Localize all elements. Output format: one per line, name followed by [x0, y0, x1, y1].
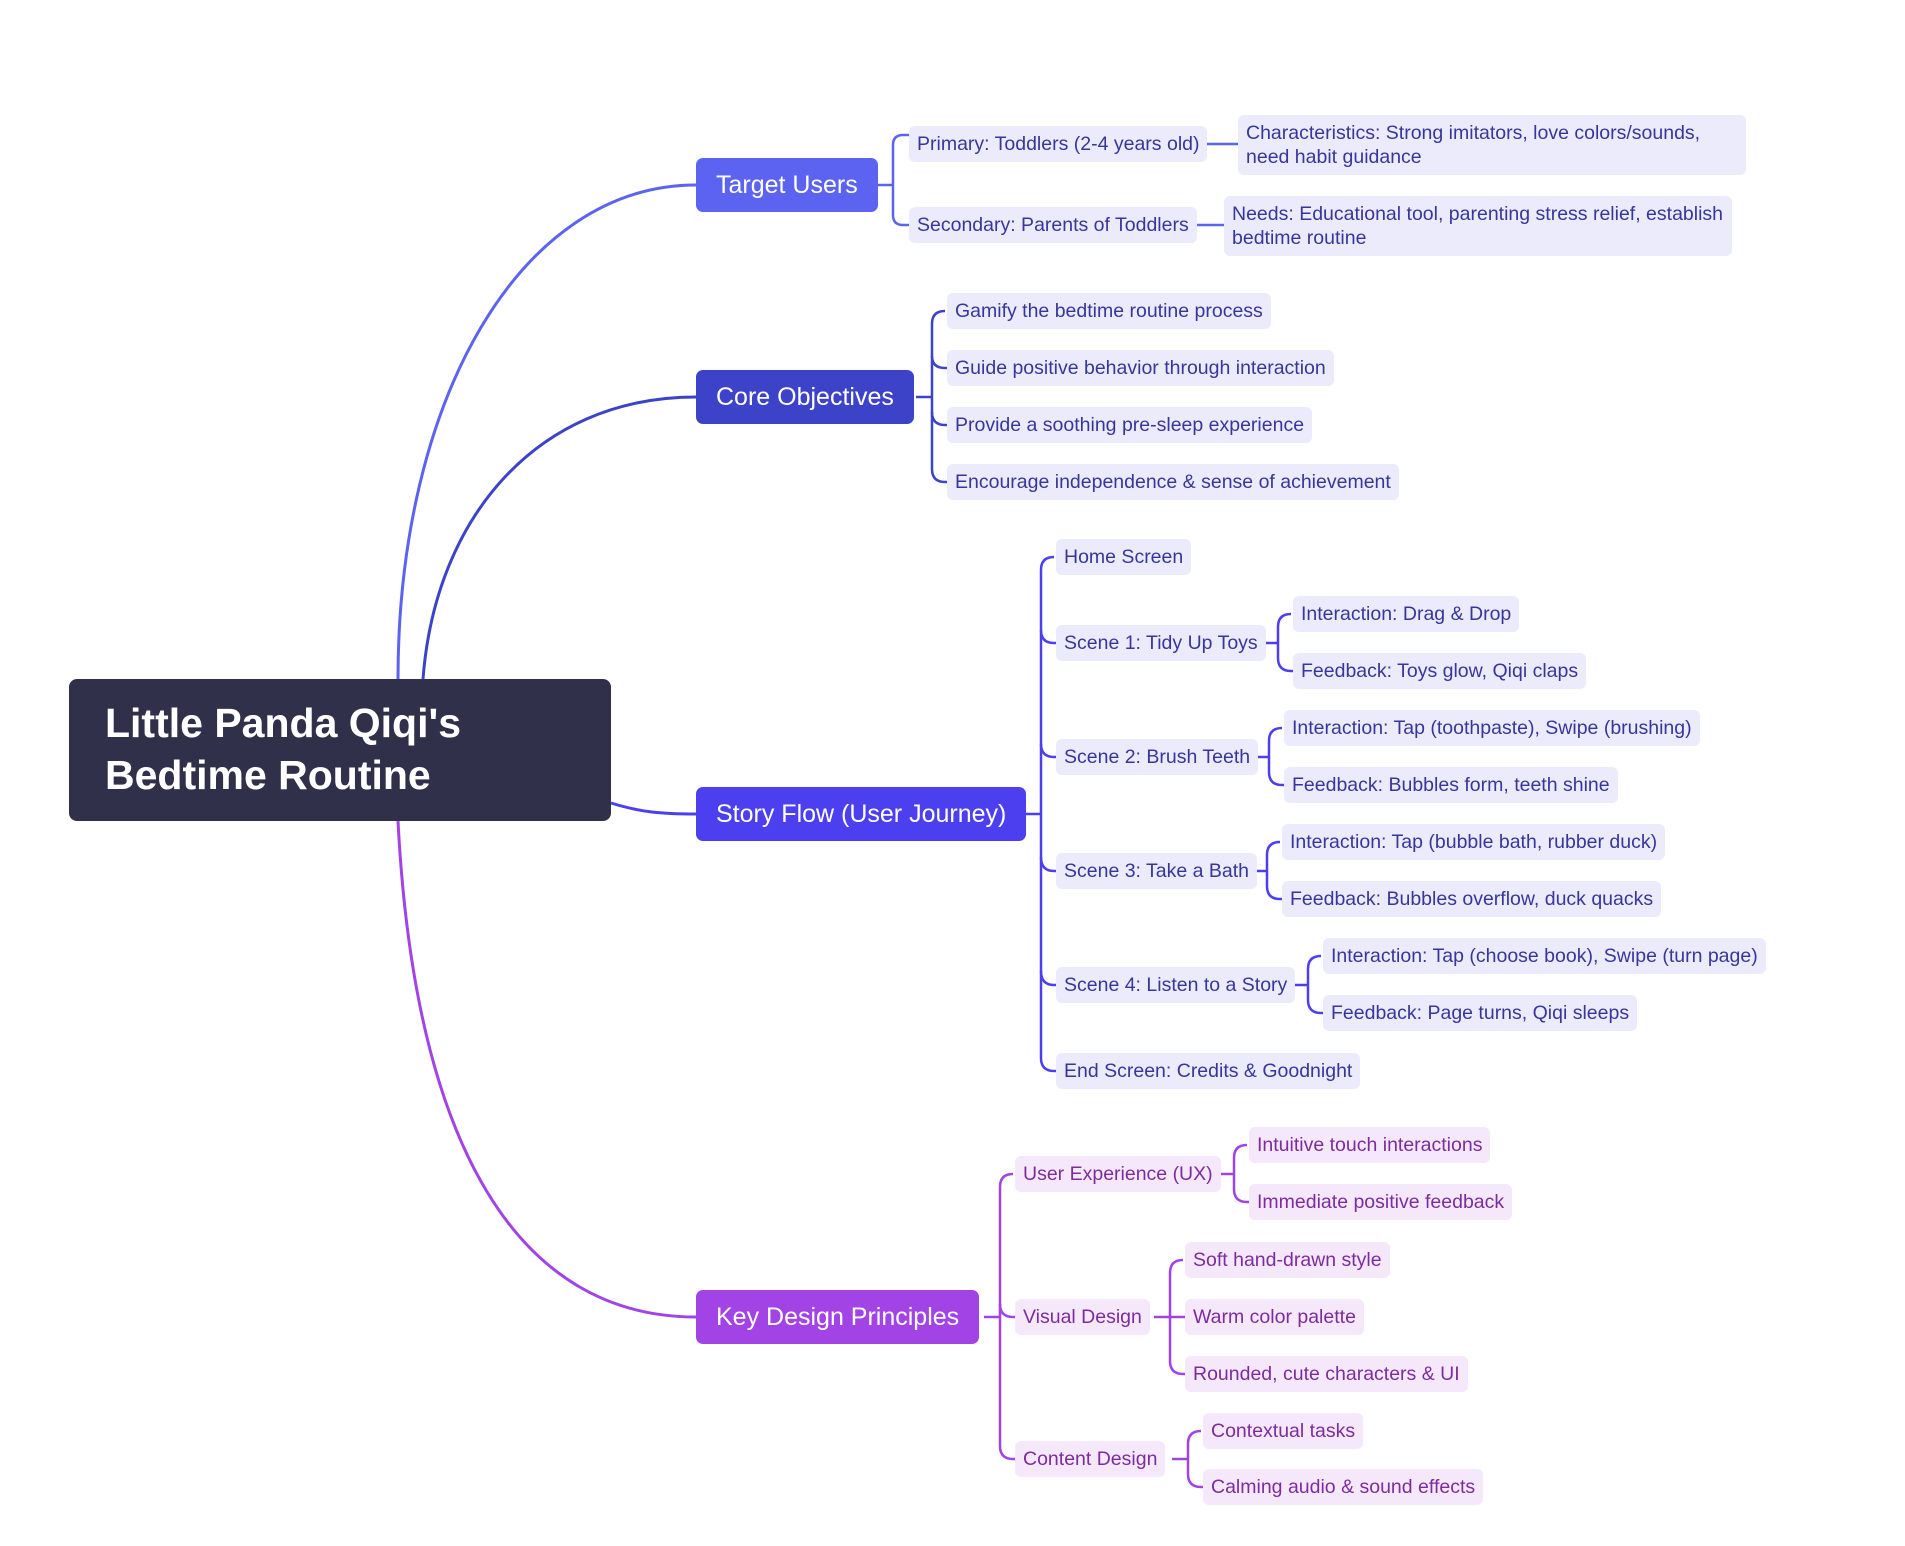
- story-flow-end-screen-label: End Screen: Credits & Goodnight: [1064, 1060, 1353, 1082]
- key-design-visual-item[interactable]: Soft hand-drawn style: [1185, 1242, 1390, 1278]
- key-design-content-label: Content Design: [1023, 1448, 1158, 1470]
- key-design-visual-item[interactable]: Warm color palette: [1185, 1299, 1364, 1335]
- branch-target-users-label: Target Users: [716, 171, 858, 199]
- story-scene-1-feedback-label: Feedback: Toys glow, Qiqi claps: [1301, 660, 1579, 682]
- core-objective-item[interactable]: Encourage independence & sense of achiev…: [947, 464, 1399, 500]
- key-design-visual[interactable]: Visual Design: [1015, 1299, 1150, 1335]
- story-scene-4-interaction-label: Interaction: Tap (choose book), Swipe (t…: [1331, 945, 1758, 967]
- target-users-primary-label: Primary: Toddlers (2-4 years old): [917, 133, 1200, 155]
- key-design-ux-label: User Experience (UX): [1023, 1163, 1213, 1185]
- story-scene-4[interactable]: Scene 4: Listen to a Story: [1056, 967, 1296, 1003]
- key-design-visual-item-label: Rounded, cute characters & UI: [1193, 1363, 1460, 1385]
- story-flow-end-screen[interactable]: End Screen: Credits & Goodnight: [1056, 1053, 1361, 1089]
- story-scene-4-feedback-label: Feedback: Page turns, Qiqi sleeps: [1331, 1002, 1630, 1024]
- core-objective-item[interactable]: Guide positive behavior through interact…: [947, 350, 1334, 386]
- core-objective-item[interactable]: Gamify the bedtime routine process: [947, 293, 1271, 329]
- story-scene-1[interactable]: Scene 1: Tidy Up Toys: [1056, 625, 1266, 661]
- target-users-primary-detail[interactable]: Characteristics: Strong imitators, love …: [1238, 115, 1746, 175]
- core-objective-item-label: Encourage independence & sense of achiev…: [955, 471, 1391, 493]
- core-objective-item-label: Guide positive behavior through interact…: [955, 357, 1326, 379]
- key-design-ux-item-label: Immediate positive feedback: [1257, 1191, 1505, 1213]
- root-topic[interactable]: Little Panda Qiqi's Bedtime Routine: [69, 679, 611, 821]
- target-users-secondary-detail-text: Needs: Educational tool, parenting stres…: [1232, 203, 1724, 249]
- key-design-content[interactable]: Content Design: [1015, 1441, 1166, 1477]
- story-scene-2-label: Scene 2: Brush Teeth: [1064, 746, 1251, 768]
- story-scene-4-interaction[interactable]: Interaction: Tap (choose book), Swipe (t…: [1323, 938, 1766, 974]
- story-scene-3-label: Scene 3: Take a Bath: [1064, 860, 1250, 882]
- key-design-content-item-label: Calming audio & sound effects: [1211, 1476, 1476, 1498]
- connector-root-key-design: [396, 820, 697, 1319]
- target-users-primary-detail-text: Characteristics: Strong imitators, love …: [1246, 122, 1701, 168]
- root-title: Little Panda Qiqi's Bedtime Routine: [105, 700, 462, 798]
- key-design-visual-label: Visual Design: [1023, 1306, 1142, 1328]
- story-scene-1-label: Scene 1: Tidy Up Toys: [1064, 632, 1258, 654]
- story-scene-2-feedback[interactable]: Feedback: Bubbles form, teeth shine: [1284, 767, 1618, 803]
- story-scene-2-interaction-label: Interaction: Tap (toothpaste), Swipe (br…: [1292, 717, 1692, 739]
- core-objective-item[interactable]: Provide a soothing pre-sleep experience: [947, 407, 1313, 443]
- branch-story-flow-label: Story Flow (User Journey): [716, 800, 1007, 828]
- branch-core-objectives[interactable]: Core Objectives: [696, 370, 914, 424]
- target-users-secondary-label: Secondary: Parents of Toddlers: [917, 214, 1189, 236]
- core-objective-item-label: Provide a soothing pre-sleep experience: [955, 414, 1305, 436]
- connector-root-story-flow: [610, 801, 697, 816]
- key-design-ux-item-label: Intuitive touch interactions: [1257, 1134, 1483, 1156]
- target-users-primary[interactable]: Primary: Toddlers (2-4 years old): [909, 126, 1208, 162]
- story-flow-home-screen-label: Home Screen: [1064, 546, 1184, 568]
- story-scene-4-label: Scene 4: Listen to a Story: [1064, 974, 1288, 996]
- branch-key-design-principles-label: Key Design Principles: [716, 1303, 960, 1331]
- connector-root-target-users: [396, 183, 697, 680]
- branch-core-objectives-label: Core Objectives: [716, 383, 894, 411]
- branch-key-design-principles[interactable]: Key Design Principles: [696, 1290, 980, 1344]
- branch-story-flow[interactable]: Story Flow (User Journey): [696, 787, 1027, 841]
- story-scene-3-feedback[interactable]: Feedback: Bubbles overflow, duck quacks: [1282, 881, 1662, 917]
- story-scene-1-feedback[interactable]: Feedback: Toys glow, Qiqi claps: [1293, 653, 1587, 689]
- key-design-visual-item-label: Soft hand-drawn style: [1193, 1249, 1382, 1271]
- target-users-secondary-detail[interactable]: Needs: Educational tool, parenting stres…: [1224, 196, 1732, 256]
- story-scene-4-feedback[interactable]: Feedback: Page turns, Qiqi sleeps: [1323, 995, 1638, 1031]
- connector-root-core-objectives: [421, 395, 697, 680]
- key-design-content-item[interactable]: Contextual tasks: [1203, 1413, 1364, 1449]
- story-scene-2[interactable]: Scene 2: Brush Teeth: [1056, 739, 1259, 775]
- story-scene-3-interaction-label: Interaction: Tap (bubble bath, rubber du…: [1290, 831, 1658, 853]
- key-design-content-item[interactable]: Calming audio & sound effects: [1203, 1469, 1484, 1505]
- key-design-ux-item[interactable]: Immediate positive feedback: [1249, 1184, 1513, 1220]
- story-scene-3-interaction[interactable]: Interaction: Tap (bubble bath, rubber du…: [1282, 824, 1666, 860]
- key-design-ux[interactable]: User Experience (UX): [1015, 1156, 1221, 1192]
- core-objective-item-label: Gamify the bedtime routine process: [955, 300, 1263, 322]
- story-scene-1-interaction-label: Interaction: Drag & Drop: [1301, 603, 1512, 625]
- story-scene-3-feedback-label: Feedback: Bubbles overflow, duck quacks: [1290, 888, 1654, 910]
- key-design-content-item-label: Contextual tasks: [1211, 1420, 1356, 1442]
- branch-target-users[interactable]: Target Users: [696, 158, 878, 212]
- key-design-ux-item[interactable]: Intuitive touch interactions: [1249, 1127, 1491, 1163]
- target-users-secondary[interactable]: Secondary: Parents of Toddlers: [909, 207, 1197, 243]
- key-design-visual-item-label: Warm color palette: [1193, 1306, 1356, 1328]
- story-scene-3[interactable]: Scene 3: Take a Bath: [1056, 853, 1258, 889]
- story-scene-2-feedback-label: Feedback: Bubbles form, teeth shine: [1292, 774, 1610, 796]
- key-design-visual-item[interactable]: Rounded, cute characters & UI: [1185, 1356, 1468, 1392]
- story-scene-1-interaction[interactable]: Interaction: Drag & Drop: [1293, 596, 1520, 632]
- story-flow-home-screen[interactable]: Home Screen: [1056, 539, 1192, 575]
- story-scene-2-interaction[interactable]: Interaction: Tap (toothpaste), Swipe (br…: [1284, 710, 1700, 746]
